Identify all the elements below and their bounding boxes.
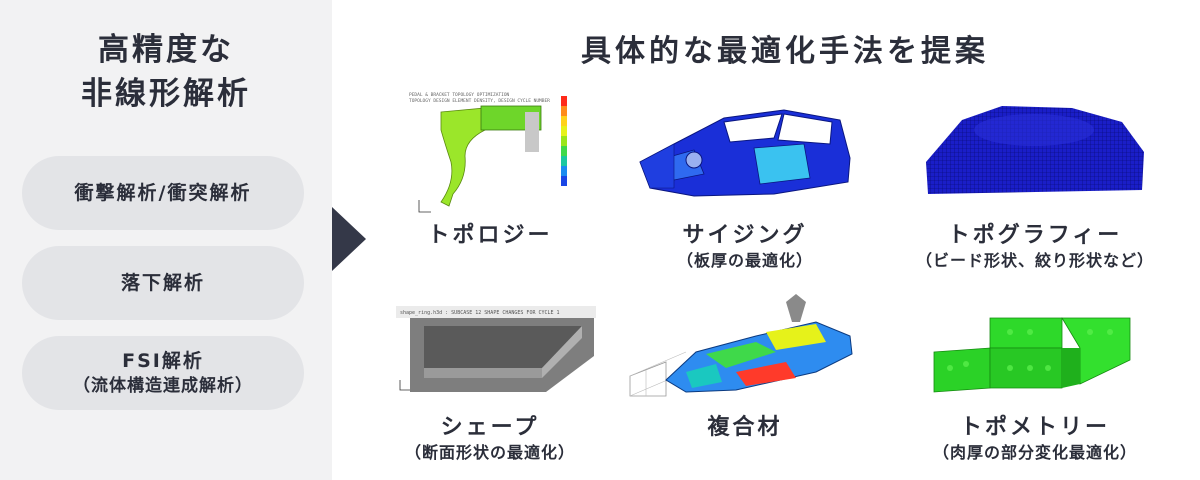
- topometry-image: [930, 308, 1142, 394]
- sizing-image: [634, 98, 856, 202]
- method-composite: 複合材: [595, 414, 895, 442]
- analysis-item-drop[interactable]: 落下解析: [22, 246, 304, 320]
- analysis-item-impact[interactable]: 衝撃解析/衝突解析: [22, 156, 304, 230]
- method-topography: トポグラフィー （ビード形状、絞り形状など）: [878, 222, 1192, 272]
- shape-image: shape_ring.h3d : SUBCASE 12 SHAPE CHANGE…: [396, 306, 596, 402]
- method-sizing: サイジング （板厚の最適化）: [595, 222, 895, 272]
- analysis-item-sublabel: （流体構造連成解析）: [73, 376, 253, 396]
- method-label: トポメトリー: [959, 415, 1110, 440]
- method-label: トポグラフィー: [947, 223, 1123, 248]
- right-title: 具体的な最適化手法を提案: [581, 34, 989, 69]
- analysis-item-label: 衝撃解析/衝突解析: [74, 182, 252, 204]
- analysis-item-fsi[interactable]: FSI解析 （流体構造連成解析）: [22, 336, 304, 410]
- method-topometry: トポメトリー （肉厚の部分変化最適化）: [878, 414, 1192, 464]
- left-title-line1: 高精度な: [98, 32, 234, 68]
- method-sublabel: （ビード形状、絞り形状など）: [915, 251, 1154, 270]
- analysis-item-label: FSI解析: [122, 350, 204, 372]
- topology-header: PEDAL & BRACKET TOPOLOGY OPTIMIZATION: [409, 92, 510, 98]
- method-sublabel: （断面形状の最適化）: [404, 443, 575, 462]
- left-title: 高精度な 非線形解析: [0, 28, 332, 116]
- method-label: トポロジー: [427, 223, 553, 248]
- method-shape: シェープ （断面形状の最適化）: [340, 414, 640, 464]
- topology-subheader: TOPOLOGY DESIGN ELEMENT DENSITY, DESIGN …: [409, 98, 550, 104]
- topology-image: PEDAL & BRACKET TOPOLOGY OPTIMIZATION TO…: [405, 90, 571, 218]
- left-title-line2: 非線形解析: [81, 76, 251, 112]
- method-sublabel: （板厚の最適化）: [676, 251, 813, 270]
- composite-image: [626, 292, 858, 400]
- arrow-right-icon: [332, 207, 366, 271]
- method-label: 複合材: [707, 415, 783, 440]
- method-sublabel: （肉厚の部分変化最適化）: [932, 443, 1137, 462]
- left-panel: 高精度な 非線形解析 衝撃解析/衝突解析 落下解析 FSI解析 （流体構造連成解…: [0, 0, 332, 480]
- method-label: シェープ: [440, 415, 540, 440]
- method-topology: トポロジー: [340, 222, 640, 250]
- analysis-item-label: 落下解析: [120, 272, 205, 294]
- topography-image: [922, 100, 1148, 198]
- shape-header: shape_ring.h3d : SUBCASE 12 SHAPE CHANGE…: [400, 310, 560, 316]
- method-label: サイジング: [682, 223, 808, 248]
